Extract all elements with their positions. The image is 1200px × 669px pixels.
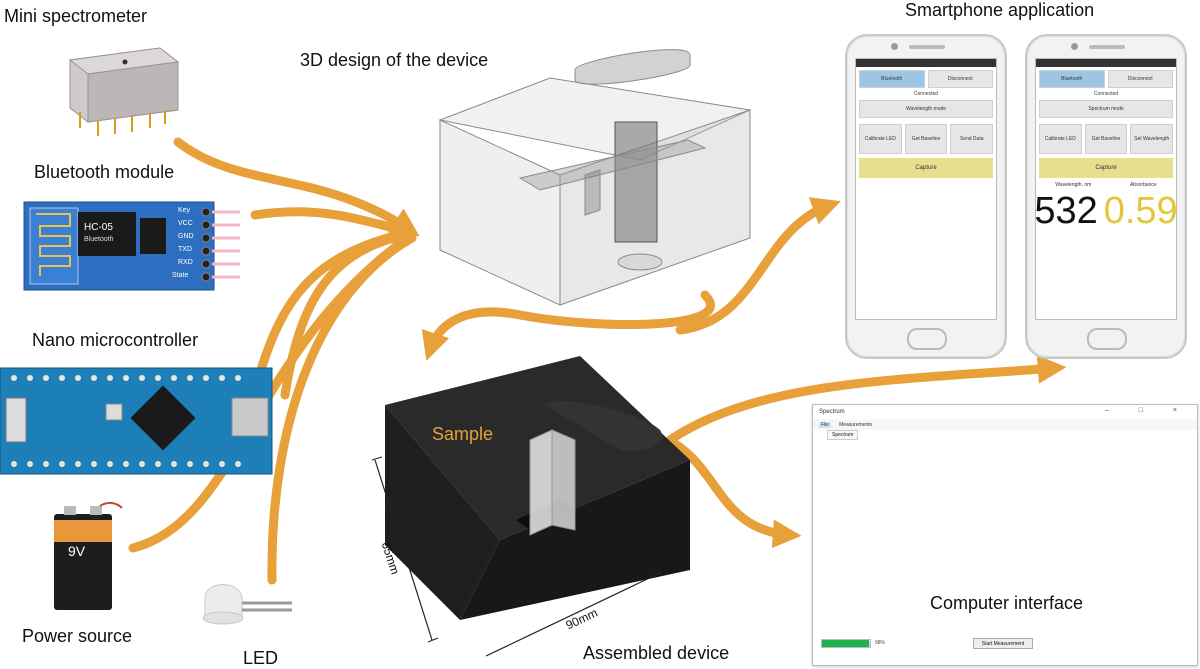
label-smartphone: Smartphone application [905, 0, 1094, 21]
status-bar [856, 59, 996, 67]
nano-illustration [0, 368, 272, 474]
progress-fill [822, 640, 869, 647]
bluetooth-illustration [24, 202, 240, 290]
label-computer: Computer interface [930, 593, 1083, 614]
design-3d-illustration [440, 50, 750, 305]
label-spectrometer: Mini spectrometer [4, 6, 147, 27]
home-button[interactable] [907, 328, 947, 350]
send-data-button[interactable]: Send Data [950, 124, 993, 154]
connection-status: Connected [1036, 91, 1176, 97]
label-sample: Sample [432, 424, 493, 445]
menu-file[interactable]: File [819, 422, 831, 428]
absorbance-header: Absorbance [1130, 182, 1157, 188]
status-bar [1036, 59, 1176, 67]
calibrate-led-button[interactable]: Calibrate LED [859, 124, 902, 154]
menu-dropdown-spectrum[interactable]: Spectrum [827, 430, 858, 440]
progress-bar [821, 639, 871, 648]
phone-spectrum-mode: Bluetooth Disconnect Connected Spectrum … [1025, 34, 1187, 359]
battery-voltage: 9V [68, 543, 85, 559]
assembled-device-illustration [372, 356, 690, 656]
capture-button[interactable]: Capture [859, 158, 993, 178]
menu-bar: File Measurements [813, 419, 1197, 430]
label-design: 3D design of the device [300, 50, 488, 71]
mode-button[interactable]: Spectrum mode [1039, 100, 1173, 118]
window-controls[interactable]: – □ × [1105, 407, 1191, 414]
home-button[interactable] [1087, 328, 1127, 350]
phone-screen: Bluetooth Disconnect Connected Wavelengt… [855, 58, 997, 320]
get-baseline-button[interactable]: Get Baseline [1085, 124, 1128, 154]
progress-label: 98% [875, 640, 885, 646]
start-measurement-button[interactable]: Start Measurement [973, 638, 1033, 649]
disconnect-button[interactable]: Disconnect [1108, 70, 1174, 88]
spectrometer-illustration [70, 48, 178, 136]
phone-wavelength-mode: Bluetooth Disconnect Connected Wavelengt… [845, 34, 1007, 359]
bt-pin-gnd: GND [178, 233, 194, 240]
bt-pin-state: State [172, 272, 188, 279]
bt-pin-key: Key [178, 207, 190, 214]
label-assembled: Assembled device [583, 643, 729, 664]
window-title: Spectrum [819, 409, 845, 415]
battery-illustration [54, 503, 122, 610]
get-baseline-button[interactable]: Get Baseline [905, 124, 948, 154]
phone-speaker [1089, 45, 1125, 49]
bt-chip-sub: Bluetooth [84, 236, 114, 243]
phone-speaker [909, 45, 945, 49]
phone-camera [1071, 43, 1078, 50]
menu-measurements[interactable]: Measurements [839, 422, 872, 428]
phone-screen: Bluetooth Disconnect Connected Spectrum … [1035, 58, 1177, 320]
wavelength-header: Wavelength, nm [1055, 182, 1091, 188]
window-titlebar: Spectrum – □ × [813, 405, 1197, 419]
wavelength-value: 532 [1035, 192, 1098, 230]
bluetooth-button[interactable]: Bluetooth [859, 70, 925, 88]
bt-pin-vcc: VCC [178, 220, 193, 227]
phone-camera [891, 43, 898, 50]
absorbance-value: 0.59 [1104, 192, 1177, 230]
disconnect-button[interactable]: Disconnect [928, 70, 994, 88]
connection-status: Connected [856, 91, 996, 97]
arrow-design-to-assembled [430, 295, 711, 350]
label-bluetooth: Bluetooth module [34, 162, 174, 183]
calibrate-led-button[interactable]: Calibrate LED [1039, 124, 1082, 154]
bt-pin-rxd: RXD [178, 259, 193, 266]
bluetooth-button[interactable]: Bluetooth [1039, 70, 1105, 88]
set-wavelength-button[interactable]: Set Wavelength [1130, 124, 1173, 154]
label-power: Power source [22, 626, 132, 647]
bt-chip-label: HC-05 [84, 222, 113, 233]
capture-button[interactable]: Capture [1039, 158, 1173, 178]
led-illustration [203, 585, 292, 625]
label-led: LED [243, 648, 278, 669]
label-nano: Nano microcontroller [32, 330, 198, 351]
mode-button[interactable]: Wavelength mode [859, 100, 993, 118]
bt-pin-txd: TXD [178, 246, 192, 253]
computer-window: Spectrum – □ × File Measurements Spectru… [812, 404, 1198, 666]
